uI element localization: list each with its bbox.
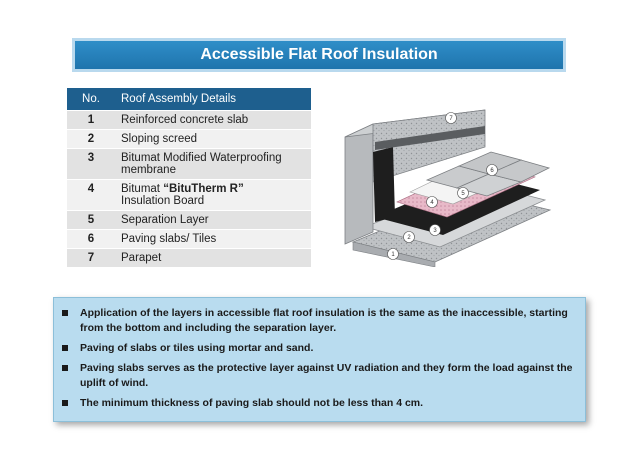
row-number: 5	[67, 210, 115, 230]
row-detail: Reinforced concrete slab	[115, 110, 311, 130]
row-detail: Bitumat “BituTherm R”Insulation Board	[115, 179, 311, 211]
svg-text:2: 2	[407, 235, 411, 241]
row-detail-product: “BituTherm R”	[163, 183, 244, 195]
row-detail: Paving slabs/ Tiles	[115, 229, 311, 249]
marker-1: 1	[387, 248, 399, 260]
notes-box: Application of the layers in accessible …	[53, 297, 586, 422]
marker-3: 3	[429, 224, 441, 236]
svg-text:1: 1	[391, 252, 395, 258]
bullet-icon	[62, 310, 68, 316]
row-number: 6	[67, 229, 115, 249]
row-detail: Separation Layer	[115, 210, 311, 230]
roof-assembly-table: No. Roof Assembly Details 1 Reinforced c…	[67, 88, 311, 267]
table-row: 7 Parapet	[67, 248, 311, 267]
note-text: Application of the layers in accessible …	[80, 307, 568, 334]
bullet-icon	[62, 345, 68, 351]
svg-text:5: 5	[461, 191, 465, 197]
row-detail-suffix: Insulation Board	[121, 195, 205, 207]
table-row: 2 Sloping screed	[67, 129, 311, 149]
row-detail: Parapet	[115, 248, 311, 267]
svg-text:7: 7	[449, 116, 453, 122]
roof-section-diagram: 1 2 3 4 5 6 7	[344, 109, 552, 267]
header-no: No.	[67, 88, 115, 111]
note-item: Application of the layers in accessible …	[62, 306, 575, 336]
note-item: Paving slabs serves as the protective la…	[62, 361, 575, 391]
svg-text:3: 3	[433, 228, 437, 234]
table-row: 5 Separation Layer	[67, 210, 311, 230]
paving-slabs	[425, 151, 551, 197]
note-item: The minimum thickness of paving slab sho…	[62, 396, 575, 411]
table-row: 1 Reinforced concrete slab	[67, 110, 311, 130]
marker-2: 2	[403, 231, 415, 243]
parapet-wall	[344, 123, 374, 245]
notes-list: Application of the layers in accessible …	[62, 306, 575, 411]
row-detail: Sloping screed	[115, 129, 311, 149]
row-number: 4	[67, 179, 115, 211]
row-detail-prefix: Bitumat	[121, 183, 164, 195]
row-detail: Bitumat Modified Waterproofing membrane	[115, 148, 311, 180]
note-text: Paving slabs serves as the protective la…	[80, 362, 573, 389]
note-text: The minimum thickness of paving slab sho…	[80, 397, 424, 409]
row-number: 2	[67, 129, 115, 149]
table-header-row: No. Roof Assembly Details	[67, 88, 311, 111]
table-row: 3 Bitumat Modified Waterproofing membran…	[67, 148, 311, 180]
bullet-icon	[62, 400, 68, 406]
row-number: 3	[67, 148, 115, 180]
table-row: 6 Paving slabs/ Tiles	[67, 229, 311, 249]
table-row: 4 Bitumat “BituTherm R”Insulation Board	[67, 179, 311, 211]
membrane-upstand	[373, 147, 395, 222]
header-details: Roof Assembly Details	[115, 88, 311, 111]
page-title: Accessible Flat Roof Insulation	[72, 38, 566, 72]
svg-text:6: 6	[490, 168, 494, 174]
svg-text:4: 4	[430, 200, 434, 206]
flashing	[375, 126, 485, 150]
bullet-icon	[62, 365, 68, 371]
row-number: 1	[67, 110, 115, 130]
note-text: Paving of slabs or tiles using mortar an…	[80, 342, 314, 354]
marker-5: 5	[457, 187, 469, 199]
marker-7: 7	[445, 112, 457, 124]
row-number: 7	[67, 248, 115, 267]
note-item: Paving of slabs or tiles using mortar an…	[62, 341, 575, 356]
marker-4: 4	[426, 196, 438, 208]
marker-6: 6	[486, 164, 498, 176]
